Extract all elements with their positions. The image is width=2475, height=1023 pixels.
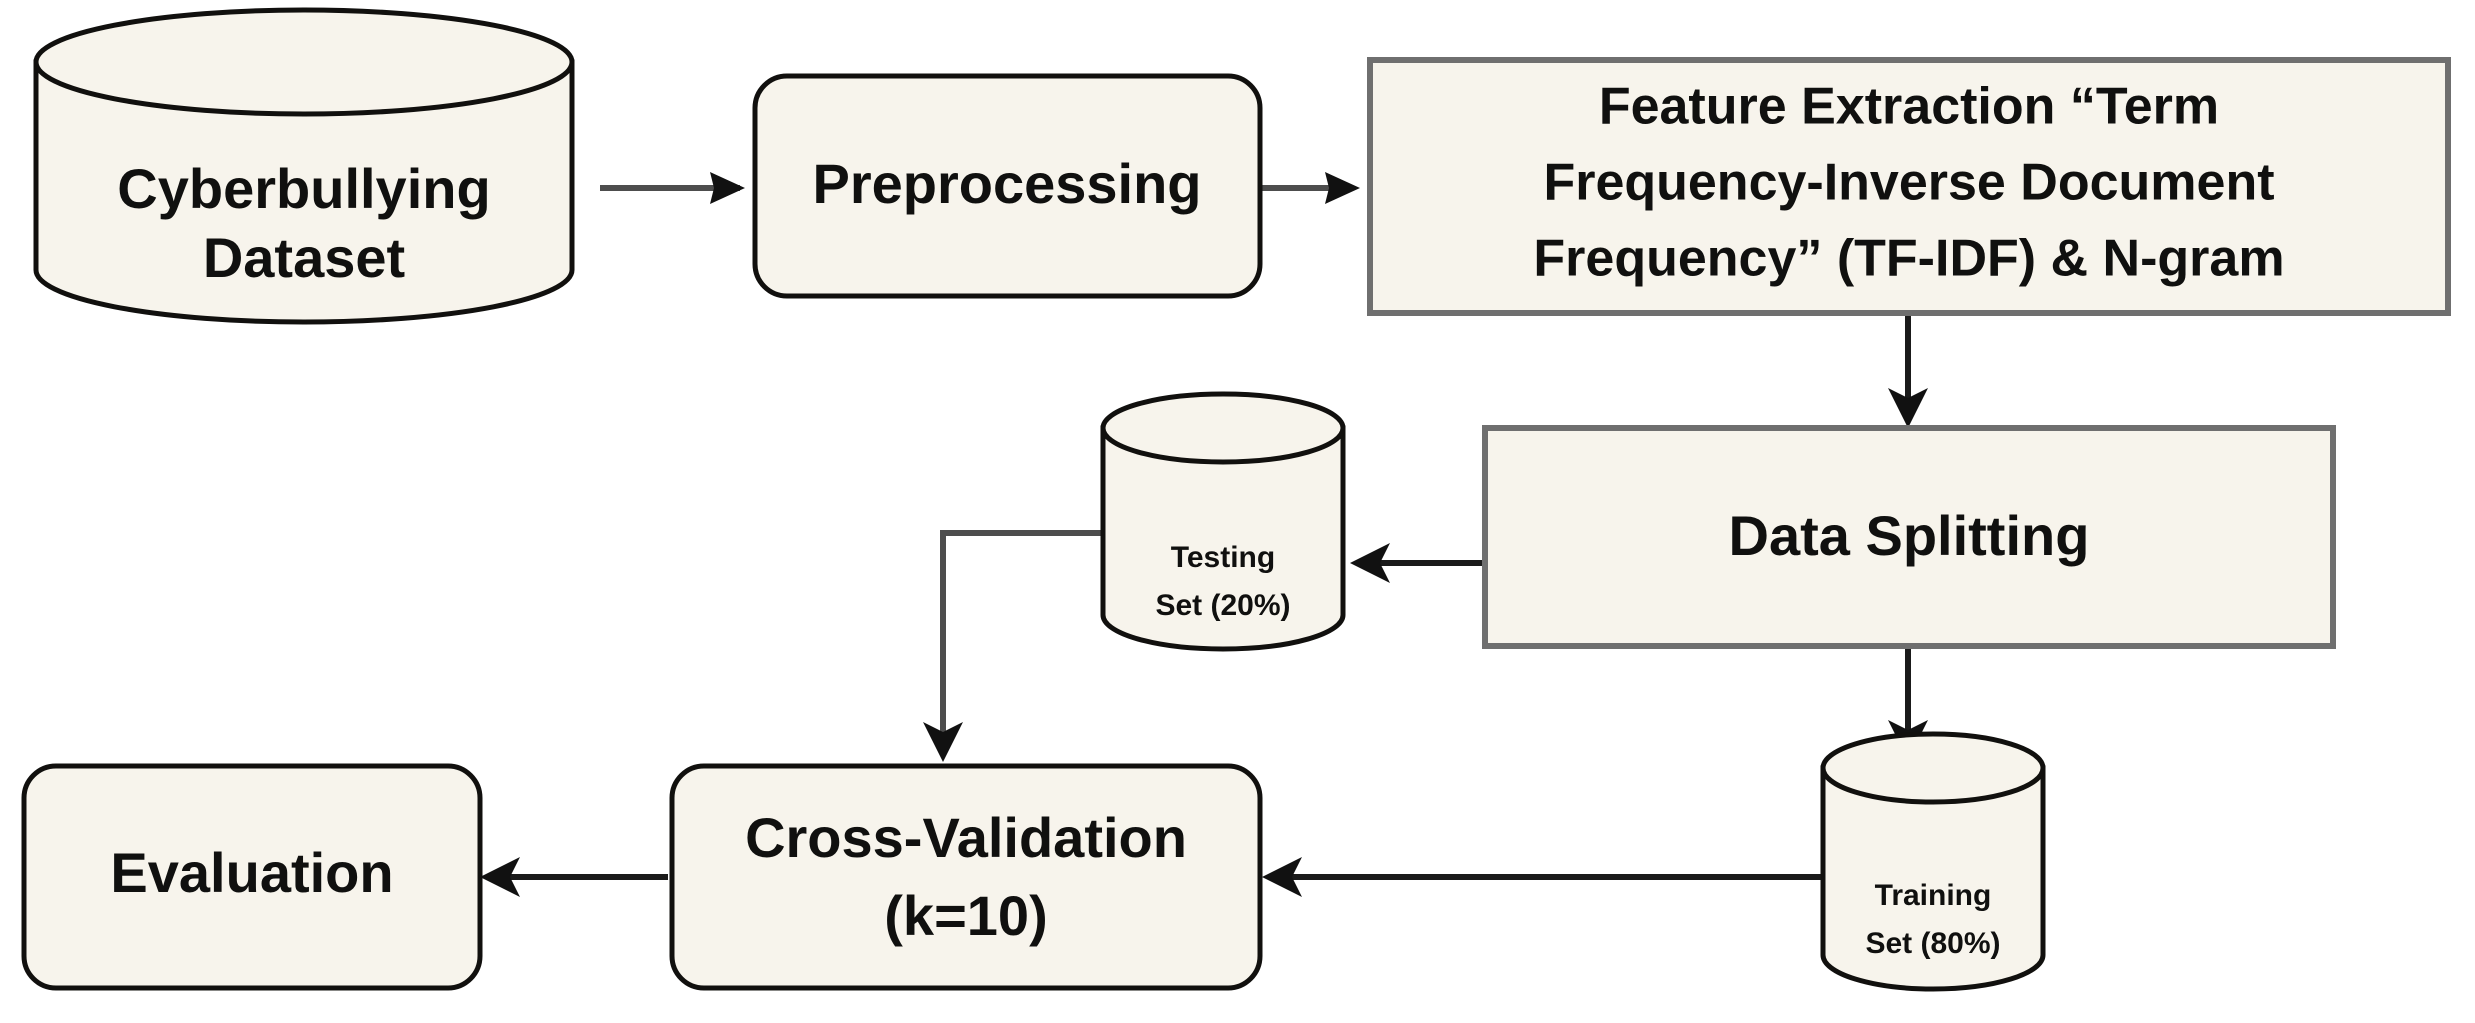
node-label-training-set-line2: Set (80%) xyxy=(1865,927,2000,960)
node-training-set[interactable]: Training Set (80%) xyxy=(1820,731,2046,992)
node-label-cross-validation-line2: (k=10) xyxy=(884,884,1047,947)
node-label-training-set-line1: Training xyxy=(1875,879,1992,912)
edge-preprocessing-to-feature-extraction xyxy=(1262,172,1360,204)
edge-training-set-to-cross-validation xyxy=(1262,857,1822,897)
edge-testing-set-to-cross-validation xyxy=(923,530,1102,762)
node-label-evaluation: Evaluation xyxy=(110,841,393,904)
edge-feature-extraction-to-data-splitting xyxy=(1888,315,1928,428)
node-preprocessing[interactable]: Preprocessing xyxy=(752,73,1263,299)
node-label-cyberbullying-dataset-line1: Cyberbullying xyxy=(117,157,490,220)
node-data-splitting[interactable]: Data Splitting xyxy=(1482,425,2336,649)
node-label-testing-set-line2: Set (20%) xyxy=(1155,589,1290,622)
node-label-feature-extraction-line1: Feature Extraction “Term xyxy=(1599,78,2219,136)
node-label-cross-validation-line1: Cross-Validation xyxy=(745,806,1187,869)
node-label-feature-extraction-line2: Frequency-Inverse Document xyxy=(1543,154,2274,212)
node-evaluation[interactable]: Evaluation xyxy=(21,763,483,991)
edge-cross-validation-to-evaluation xyxy=(480,857,668,897)
node-cyberbullying-dataset[interactable]: Cyberbullying Dataset xyxy=(33,7,575,325)
node-testing-set[interactable]: Testing Set (20%) xyxy=(1100,391,1346,652)
node-label-cyberbullying-dataset-line2: Dataset xyxy=(203,226,405,289)
edge-dataset-to-preprocessing xyxy=(600,172,745,204)
node-label-data-splitting: Data Splitting xyxy=(1729,504,2090,567)
node-label-testing-set-line1: Testing xyxy=(1171,541,1275,574)
node-label-feature-extraction-line3: Frequency” (TF-IDF) & N-gram xyxy=(1533,230,2284,288)
edge-data-splitting-to-testing-set xyxy=(1350,543,1483,583)
node-label-preprocessing: Preprocessing xyxy=(812,152,1201,215)
node-cross-validation[interactable]: Cross-Validation (k=10) xyxy=(669,763,1263,991)
node-feature-extraction[interactable]: Feature Extraction “Term Frequency-Inver… xyxy=(1367,57,2451,316)
